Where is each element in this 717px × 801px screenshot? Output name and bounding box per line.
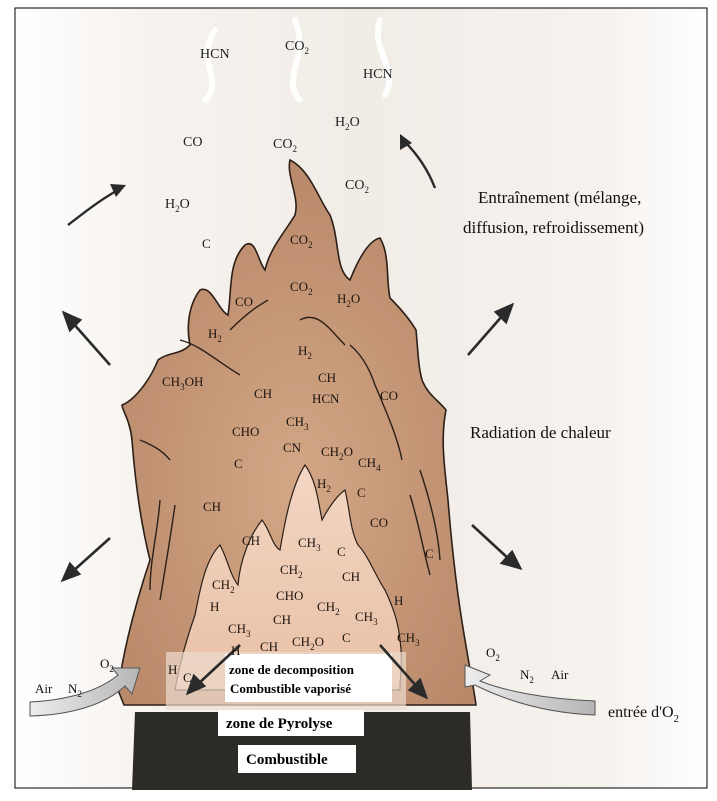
outer-zone-molecule: CO xyxy=(380,388,398,403)
gas-molecule: CO xyxy=(183,135,202,150)
outer-zone-molecule: C xyxy=(202,236,211,251)
inner-zone-molecule: C xyxy=(342,630,351,645)
outer-zone-molecule: HCN xyxy=(312,391,340,406)
outer-zone-molecule: CHO xyxy=(232,424,259,439)
outer-zone-molecule: C xyxy=(234,456,243,471)
outer-zone-molecule: CH xyxy=(254,386,272,401)
inner-zone-molecule: CH xyxy=(273,612,291,627)
vaporized-fuel-label: Combustible vaporisé xyxy=(230,681,351,696)
inner-zone-molecule: H xyxy=(168,662,177,677)
radiation-label: Radiation de chaleur xyxy=(470,423,611,442)
inner-zone-molecule: CH xyxy=(242,533,260,548)
gas-molecule: HCN xyxy=(363,67,393,82)
pyrolysis-zone-label: zone de Pyrolyse xyxy=(226,716,333,732)
outer-zone-molecule: CH xyxy=(203,499,221,514)
inner-zone-molecule: H xyxy=(231,643,240,658)
inner-zone-molecule: CH xyxy=(260,639,278,654)
inner-zone-molecule: C xyxy=(337,544,346,559)
fuel-label: Combustible xyxy=(246,752,328,768)
entrainment-label-line1: Entraînement (mélange, xyxy=(478,188,641,207)
inner-zone-molecule: H xyxy=(210,599,219,614)
entrainment-label-line2: diffusion, refroidissement) xyxy=(463,218,644,237)
right-air-label: Air xyxy=(551,667,569,682)
inner-zone-molecule: H xyxy=(394,593,403,608)
outer-zone-molecule: C xyxy=(357,485,366,500)
decomposition-zone-label: zone de decomposition xyxy=(229,662,355,677)
inner-zone-molecule: CH xyxy=(342,569,360,584)
gas-molecule: HCN xyxy=(200,47,230,62)
outer-zone-molecule: CN xyxy=(283,440,302,455)
outer-zone-molecule: CO xyxy=(235,294,253,309)
left-air-label: Air xyxy=(35,681,53,696)
outer-zone-molecule: C xyxy=(425,546,434,561)
outer-zone-molecule: CH xyxy=(318,370,336,385)
outer-zone-molecule: CO xyxy=(370,515,388,530)
inner-zone-molecule: C xyxy=(183,670,192,685)
inner-zone-molecule: CHO xyxy=(276,588,303,603)
